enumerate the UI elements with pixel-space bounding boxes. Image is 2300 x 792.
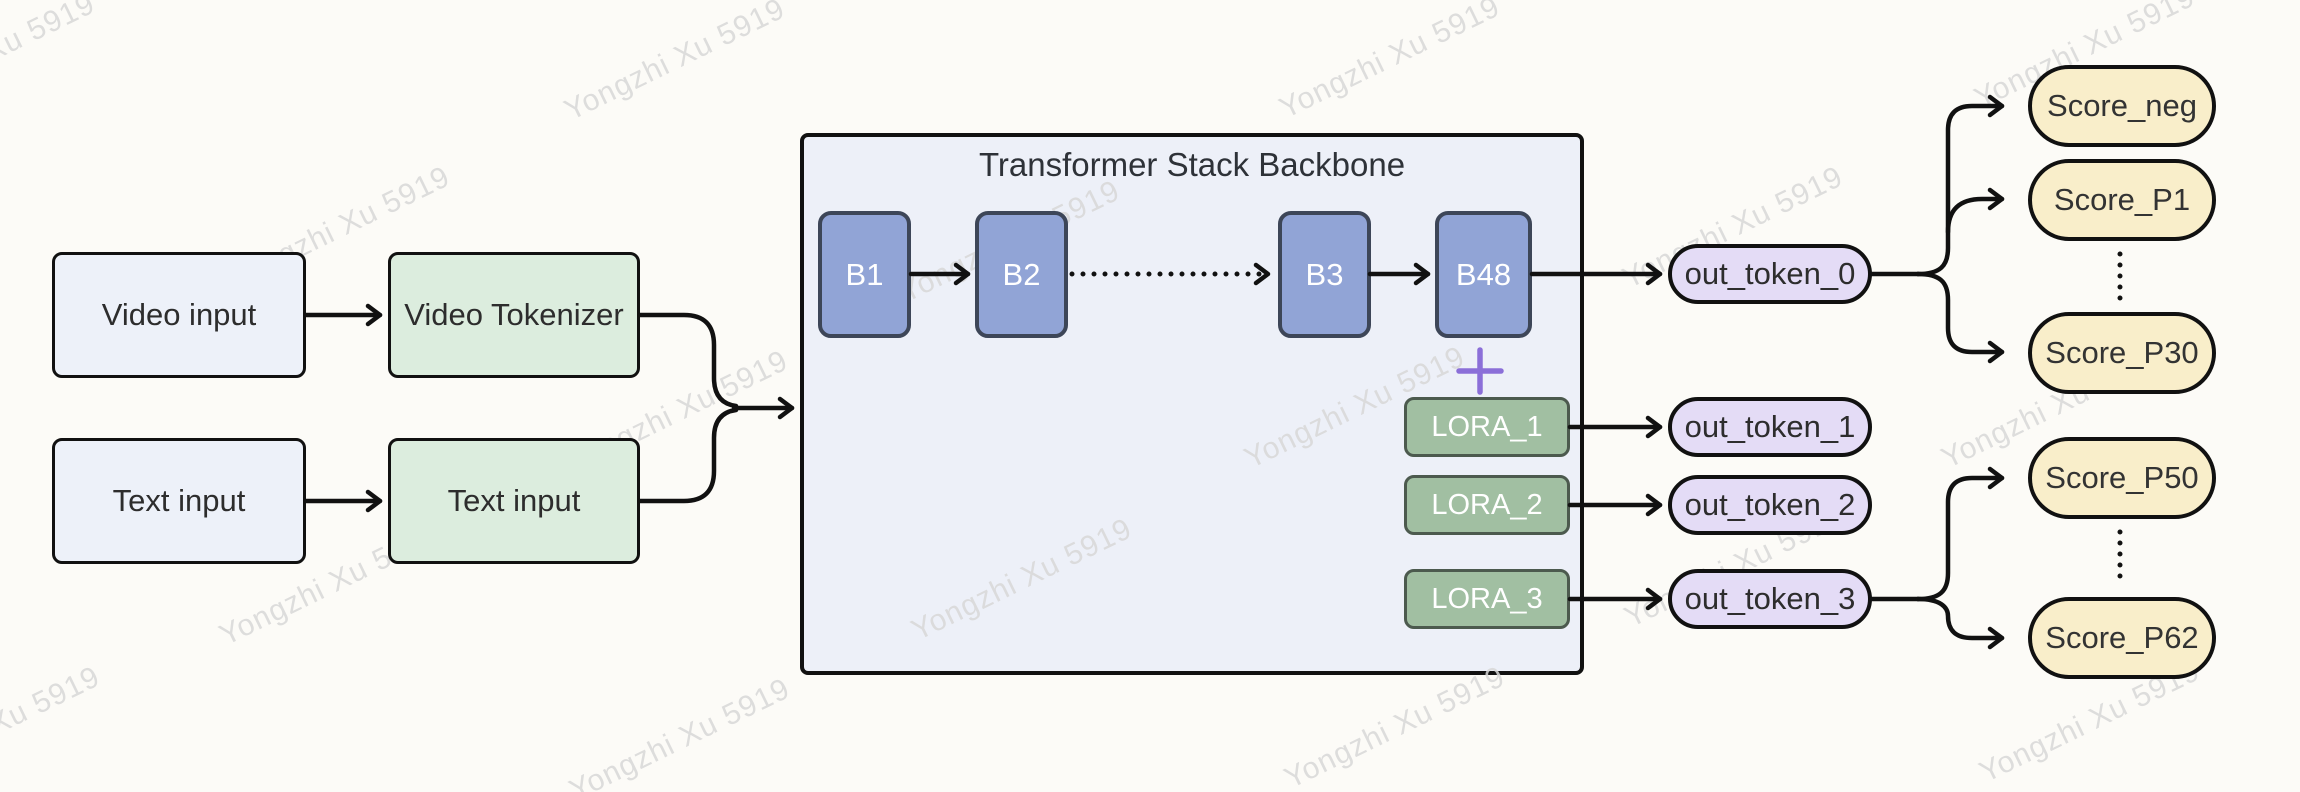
branch-to-score-neg [1915, 94, 2005, 277]
watermark: Yongzhi Xu 5919 [0, 659, 106, 792]
score-p50: Score_P50 [2028, 437, 2216, 519]
score-p30: Score_P30 [2028, 312, 2216, 394]
block-b3: B3 [1278, 211, 1371, 338]
lora-1-box: LORA_1 [1404, 397, 1570, 457]
branch-to-score-p1 [1945, 187, 2005, 235]
watermark: Yongzhi Xu 5919 [1274, 0, 1506, 126]
watermark: Yongzhi Xu 5919 [559, 0, 791, 128]
out-token-3: out_token_3 [1668, 569, 1872, 629]
merge-curve-text [637, 407, 739, 504]
score-p1: Score_P1 [2028, 159, 2216, 241]
score-neg: Score_neg [2028, 65, 2216, 147]
lora-2-label: LORA_2 [1431, 488, 1543, 521]
out-token-1: out_token_1 [1668, 397, 1872, 457]
watermark: Yongzhi Xu 5919 [1279, 659, 1511, 792]
video-input-label: Video input [101, 297, 257, 332]
video-tokenizer-label: Video Tokenizer [404, 297, 624, 332]
watermark: Yongzhi Xu 5919 [0, 0, 101, 122]
block-b1-label: B1 [845, 256, 884, 292]
score-p1-label: Score_P1 [2053, 182, 2191, 217]
lora-3-box: LORA_3 [1404, 569, 1570, 629]
text-input-box: Text input [52, 438, 306, 564]
text-input-label: Text input [112, 483, 246, 518]
block-b3-label: B3 [1305, 256, 1344, 292]
merge-curve-video [637, 312, 739, 409]
block-b1: B1 [818, 211, 911, 338]
backbone-title: Transformer Stack Backbone [978, 146, 1406, 183]
video-input-box: Video input [52, 252, 306, 378]
lora-3-label: LORA_3 [1431, 582, 1543, 615]
out-token-0: out_token_0 [1668, 244, 1872, 304]
score-p50-label: Score_P50 [2045, 460, 2199, 495]
lora-2-box: LORA_2 [1404, 475, 1570, 535]
block-b2: B2 [975, 211, 1068, 338]
score-p62: Score_P62 [2028, 597, 2216, 679]
video-tokenizer-box: Video Tokenizer [388, 252, 640, 378]
lora-1-label: LORA_1 [1431, 410, 1543, 443]
block-b2-label: B2 [1002, 256, 1041, 292]
block-b48: B48 [1435, 211, 1532, 338]
watermark: Yongzhi Xu 5919 [564, 671, 796, 792]
out-token-3-label: out_token_3 [1684, 581, 1856, 616]
out-token-0-label: out_token_0 [1684, 256, 1856, 291]
branch-to-score-p30 [1915, 271, 2005, 364]
out-token-1-label: out_token_1 [1684, 409, 1856, 444]
score-p62-label: Score_P62 [2045, 620, 2199, 655]
score-neg-label: Score_neg [2047, 88, 2197, 123]
out-token-2: out_token_2 [1668, 475, 1872, 535]
out-token-2-label: out_token_2 [1684, 487, 1856, 522]
branch-to-score-p62 [1915, 596, 2005, 650]
branch-to-score-p50 [1915, 466, 2005, 602]
block-b48-label: B48 [1455, 256, 1512, 292]
score-p30-label: Score_P30 [2045, 335, 2199, 370]
text-tokenizer-label: Text input [447, 483, 581, 518]
text-tokenizer-box: Text input [388, 438, 640, 564]
